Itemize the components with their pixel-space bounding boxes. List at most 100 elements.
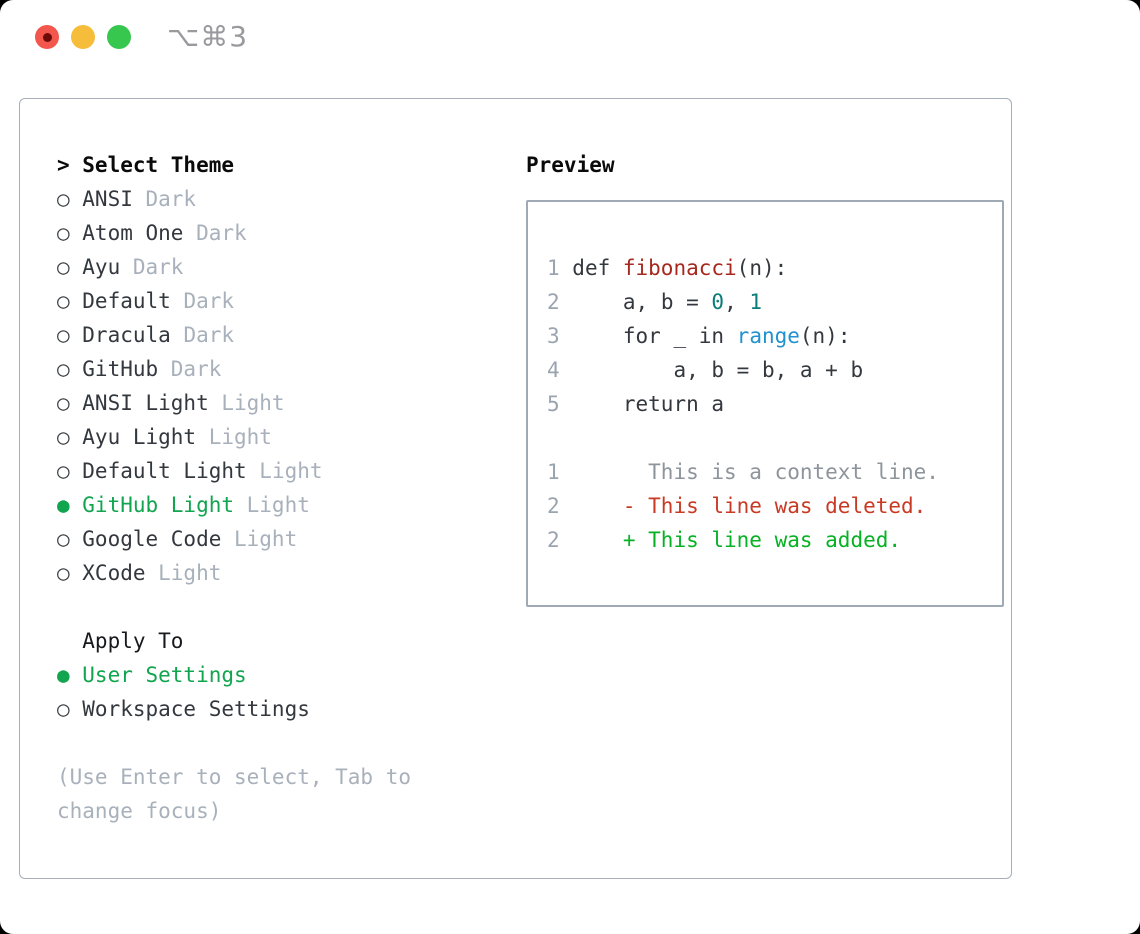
theme-variant-label: Light xyxy=(221,391,285,415)
code-token-nu: 0 xyxy=(711,290,725,314)
theme-option-ansi[interactable]: ○ ANSI Dark xyxy=(57,182,424,216)
code-token-pl: = xyxy=(673,290,712,314)
code-token-ln: 1 xyxy=(547,460,560,484)
radio-unselected-icon: ○ xyxy=(57,527,70,551)
code-token-pl: return a xyxy=(559,392,725,416)
theme-option-ansi-light[interactable]: ○ ANSI Light Light xyxy=(57,386,424,420)
preview-code-line: 3 for _ in range(n): xyxy=(547,319,1002,353)
theme-variant-label: Dark xyxy=(183,289,235,313)
theme-variant-label: Dark xyxy=(196,221,247,245)
window-title-shortcut: ⌥⌘3 xyxy=(167,20,249,53)
code-token-ln: 2 xyxy=(547,494,560,518)
theme-option-label: Google Code xyxy=(82,527,222,551)
theme-option-label: GitHub xyxy=(82,357,159,381)
theme-option-label: ANSI Light xyxy=(82,391,209,415)
theme-option-ayu[interactable]: ○ Ayu Dark xyxy=(57,250,424,284)
theme-option-xcode[interactable]: ○ XCode Light xyxy=(57,556,424,590)
select-theme-header: >Select Theme xyxy=(57,148,424,182)
theme-option-label: Default Light xyxy=(82,459,247,483)
code-token-pl xyxy=(560,290,623,314)
close-dot-icon xyxy=(42,32,52,42)
code-token-add: + This line was added. xyxy=(559,528,902,552)
theme-variant-label: Light xyxy=(246,493,310,517)
code-token-pl: for _ in xyxy=(559,324,737,348)
theme-variant-label: Dark xyxy=(145,187,197,211)
code-token-fn: fibonacci xyxy=(622,256,737,280)
theme-option-label: Ayu Light xyxy=(82,425,197,449)
radio-unselected-icon: ○ xyxy=(57,561,70,585)
preview-column: Preview 1 def fibonacci(n):2 a, b = 0, 1… xyxy=(526,148,1004,607)
preview-code-line: 2 + This line was added. xyxy=(547,523,1002,557)
code-token-bi: range xyxy=(736,324,800,348)
code-token-pl: (n): xyxy=(799,324,851,348)
keyboard-hint: (Use Enter to select, Tab to change focu… xyxy=(57,765,412,823)
preview-title: Preview xyxy=(526,153,615,177)
radio-unselected-icon: ○ xyxy=(57,697,70,721)
theme-variant-label: Light xyxy=(158,561,222,585)
radio-unselected-icon: ○ xyxy=(57,289,70,313)
radio-unselected-icon: ○ xyxy=(57,255,70,279)
code-token-ln: 1 xyxy=(547,256,560,280)
apply-option-label: Workspace Settings xyxy=(82,697,310,721)
code-token-pl: , xyxy=(635,290,661,314)
code-token-del: - This line was deleted. xyxy=(559,494,927,518)
theme-option-github[interactable]: ○ GitHub Dark xyxy=(57,352,424,386)
minimize-button[interactable] xyxy=(71,25,95,49)
code-token-ln: 2 xyxy=(547,528,560,552)
theme-option-label: Ayu xyxy=(82,255,121,279)
preview-code-line: 5 return a xyxy=(547,387,1002,421)
preview-code-line: 1 This is a context line. xyxy=(547,455,1002,489)
preview-code-line: 2 a, b = 0, 1 xyxy=(547,285,1002,319)
apply-to-header: Apply To xyxy=(82,629,184,653)
code-token-ln: 4 xyxy=(547,358,560,382)
radio-unselected-icon: ○ xyxy=(57,357,70,381)
close-button[interactable] xyxy=(35,25,59,49)
theme-variant-label: Light xyxy=(208,425,272,449)
code-token-pl: a, b = b, a + b xyxy=(559,358,864,382)
apply-option-user-settings[interactable]: ● User Settings xyxy=(57,658,424,692)
theme-option-atom-one[interactable]: ○ Atom One Dark xyxy=(57,216,424,250)
code-token-pl: a xyxy=(622,290,636,314)
radio-unselected-icon: ○ xyxy=(57,323,70,347)
radio-unselected-icon: ○ xyxy=(57,221,70,245)
code-token-pl: , xyxy=(724,290,750,314)
code-token-ln: 2 xyxy=(547,290,560,314)
theme-variant-label: Dark xyxy=(170,357,222,381)
theme-option-label: Atom One xyxy=(82,221,184,245)
apply-option-workspace-settings[interactable]: ○ Workspace Settings xyxy=(57,692,424,726)
preview-code-line: 2 - This line was deleted. xyxy=(547,489,1002,523)
theme-variant-label: Light xyxy=(259,459,323,483)
theme-option-google-code[interactable]: ○ Google Code Light xyxy=(57,522,424,556)
window-titlebar: ⌥⌘3 xyxy=(0,0,1140,76)
code-token-ctx: This is a context line. xyxy=(559,460,939,484)
code-token-ln: 5 xyxy=(547,392,560,416)
preview-code-line: 4 a, b = b, a + b xyxy=(547,353,1002,387)
preview-code-line xyxy=(547,421,1002,455)
code-token-pl: b xyxy=(660,290,674,314)
radio-unselected-icon: ○ xyxy=(57,187,70,211)
radio-selected-icon: ● xyxy=(57,663,70,687)
radio-unselected-icon: ○ xyxy=(57,391,70,415)
theme-option-label: GitHub Light xyxy=(82,493,234,517)
theme-option-label: ANSI xyxy=(82,187,133,211)
maximize-button[interactable] xyxy=(107,25,131,49)
theme-option-default-light[interactable]: ○ Default Light Light xyxy=(57,454,424,488)
theme-variant-label: Dark xyxy=(132,255,184,279)
code-token-pl: (n): xyxy=(736,256,788,280)
theme-option-label: XCode xyxy=(82,561,146,585)
apply-to-list: ● User Settings ○ Workspace Settings xyxy=(57,658,424,726)
radio-unselected-icon: ○ xyxy=(57,459,70,483)
theme-variant-label: Light xyxy=(234,527,298,551)
apply-option-label: User Settings xyxy=(82,663,247,687)
spacer xyxy=(57,726,424,760)
theme-option-label: Dracula xyxy=(82,323,171,347)
